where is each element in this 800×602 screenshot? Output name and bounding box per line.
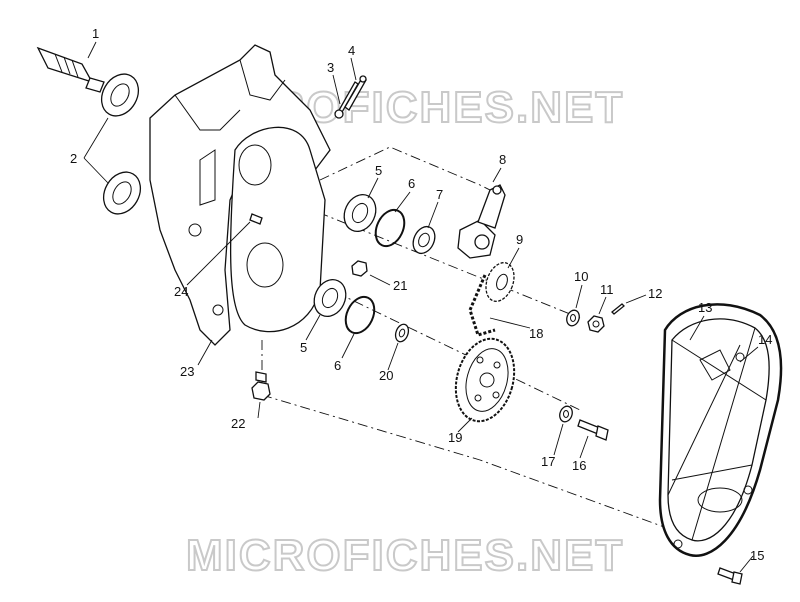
part-chain [468,274,496,337]
callout-13: 13 [698,300,712,315]
part-screw-15 [717,567,743,585]
callout-1: 1 [92,26,99,41]
part-bearing-lower [313,279,347,317]
part-pin-12 [611,303,625,315]
part-shaft [36,46,105,93]
callout-3: 3 [327,60,334,75]
callout-18: 18 [529,326,543,341]
callout-12: 12 [648,286,662,301]
part-sprocket-upper [485,262,515,302]
part-bolt-4 [344,75,367,111]
callout-16: 16 [572,458,586,473]
callout-23: 23 [180,364,194,379]
callout-20: 20 [379,368,393,383]
part-sprocket-lower [454,337,516,423]
part-nut-11 [587,315,605,333]
callout-14: 14 [758,332,772,347]
part-bearing-upper [343,194,377,232]
part-washer-20 [394,323,410,343]
callout-9: 9 [516,232,523,247]
callout-8: 8 [499,152,506,167]
part-seal-lower [102,171,142,215]
part-washer-10 [566,309,580,327]
callout-5: 5 [375,163,382,178]
part-chaincase-housing [149,44,331,346]
part-o-ring-lower [344,295,376,335]
callout-5-lower: 5 [300,340,307,355]
callout-6: 6 [408,176,415,191]
part-nut-21 [351,260,368,277]
callout-2: 2 [70,151,77,166]
part-bolt-16 [577,419,609,441]
callout-labels: 1 2 3 4 5 6 7 8 9 10 11 12 13 14 15 16 1… [70,26,772,563]
callout-24: 24 [174,284,188,299]
callout-4: 4 [348,43,355,58]
callout-21: 21 [393,278,407,293]
part-stud [249,213,263,225]
callout-7: 7 [436,187,443,202]
watermark-bottom: MICROFICHES.NET [186,531,624,580]
callout-leaders [83,41,759,573]
callout-6-lower: 6 [334,358,341,373]
part-o-ring-upper [374,208,406,248]
part-drain-plug [251,371,271,401]
callout-22: 22 [231,416,245,431]
callout-11: 11 [600,282,614,297]
part-washer-17 [559,405,573,423]
callout-10: 10 [574,269,588,284]
part-bearing-7 [412,225,436,255]
callout-15: 15 [750,548,764,563]
callout-19: 19 [448,430,462,445]
part-cover-gasket [658,303,783,557]
part-tensioner-arm [457,184,506,259]
part-seal-upper [100,73,140,117]
callout-17: 17 [541,454,555,469]
